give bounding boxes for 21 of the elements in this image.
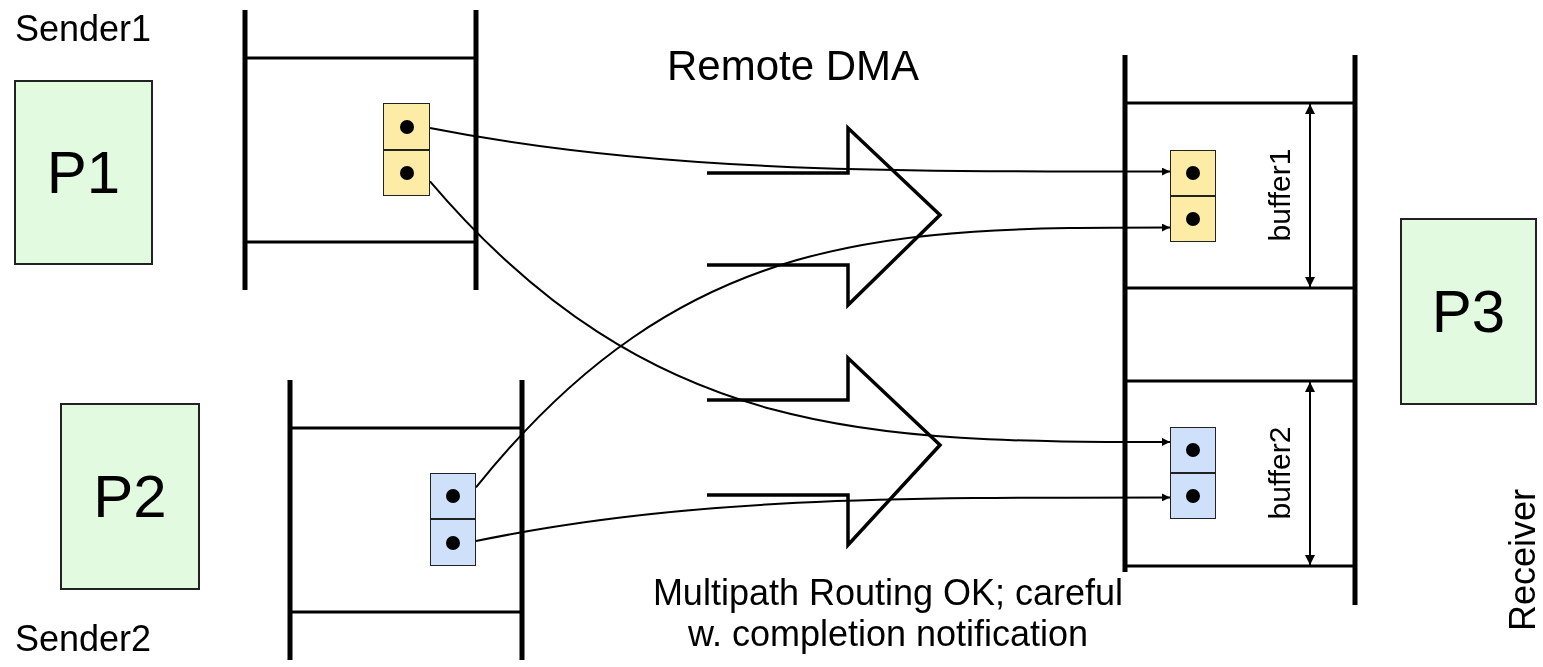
memory-cell	[1170, 427, 1216, 473]
arrow	[429, 126, 1171, 176]
buffer-label: buffer2	[1262, 426, 1297, 520]
section-title: Remote DMA	[667, 42, 920, 91]
process-box: P3	[1400, 218, 1537, 405]
receiver-label: Receiver	[1502, 488, 1543, 632]
memory-cell	[1170, 196, 1216, 242]
sender-label: Sender1	[15, 8, 152, 50]
arrow	[475, 493, 1171, 543]
arrow	[429, 180, 1171, 446]
process-box: P2	[60, 403, 200, 590]
process-box: P1	[14, 80, 153, 265]
memory-cell	[383, 150, 430, 196]
memory-cell	[383, 103, 430, 150]
memory-cell	[1170, 150, 1216, 196]
memory-cell	[430, 519, 476, 566]
memory-cell	[1170, 473, 1216, 519]
arrow	[475, 223, 1171, 489]
sender-label: Sender2	[15, 618, 152, 660]
buffer-label: buffer1	[1262, 148, 1297, 242]
memory-cell	[430, 473, 476, 519]
